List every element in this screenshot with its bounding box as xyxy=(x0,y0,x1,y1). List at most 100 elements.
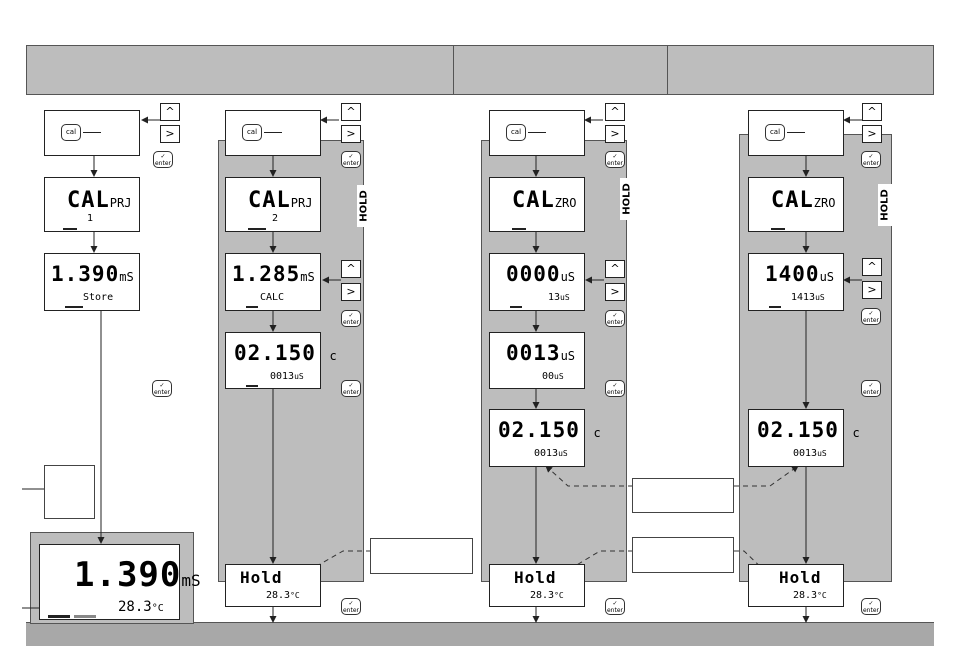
display-sub-unit: uS xyxy=(815,293,825,302)
enter-button[interactable]: ✓enter xyxy=(605,380,625,397)
up-button[interactable]: ^ xyxy=(862,103,882,121)
right-icon: > xyxy=(346,127,356,140)
cursor-bar xyxy=(63,228,77,230)
enter-label: enter xyxy=(862,607,879,614)
col2-cal-prj-display: CALPRJ 2 xyxy=(225,177,321,232)
footer-band xyxy=(26,622,934,646)
enter-label: enter xyxy=(606,389,623,396)
up-icon: ^ xyxy=(867,260,877,273)
arrow-right-icon xyxy=(264,132,282,133)
cal-button[interactable]: cal xyxy=(242,124,262,141)
col3-cal-zro-display: CALZRO xyxy=(489,177,585,232)
col2-hold-display: Hold 28.3°C xyxy=(225,564,321,607)
enter-button[interactable]: ✓enter xyxy=(341,380,361,397)
enter-button[interactable]: ✓enter xyxy=(861,380,881,397)
enter-button[interactable]: ✓enter xyxy=(605,598,625,615)
display-unit: c xyxy=(852,426,860,440)
cursor-bar xyxy=(246,385,258,387)
hold-indicator: HOLD xyxy=(620,178,634,220)
col3-cal-start-box: cal xyxy=(489,110,585,156)
up-button[interactable]: ^ xyxy=(605,260,625,278)
up-button[interactable]: ^ xyxy=(160,103,180,121)
cursor-bar xyxy=(510,306,522,308)
enter-label: enter xyxy=(342,160,359,167)
cal-button[interactable]: cal xyxy=(506,124,526,141)
up-icon: ^ xyxy=(867,105,877,118)
display-unit: uS xyxy=(560,349,576,363)
right-button[interactable]: > xyxy=(862,281,882,299)
right-button[interactable]: > xyxy=(341,283,361,301)
right-button[interactable]: > xyxy=(605,125,625,143)
up-button[interactable]: ^ xyxy=(341,103,361,121)
cursor-bar xyxy=(771,228,785,230)
display-unit: uS xyxy=(819,270,835,284)
enter-button[interactable]: ✓enter xyxy=(861,598,881,615)
header-col-1 xyxy=(27,46,454,94)
display-sub-unit: °C xyxy=(290,591,300,600)
display-sub: 0013 xyxy=(534,448,559,459)
display-sub-unit: uS xyxy=(560,293,570,302)
arrow-right-icon xyxy=(83,132,101,133)
note-box-col3-lower xyxy=(632,537,734,573)
cursor-bar xyxy=(769,306,781,308)
display-sub-unit: uS xyxy=(294,372,304,381)
display-main: 0000 xyxy=(506,262,561,286)
display-sub-unit: uS xyxy=(558,449,568,458)
enter-button[interactable]: ✓enter xyxy=(341,598,361,615)
up-button[interactable]: ^ xyxy=(605,103,625,121)
right-icon: > xyxy=(346,285,356,298)
display-unit: uS xyxy=(560,270,576,284)
enter-label: enter xyxy=(862,160,879,167)
display-sub-unit: uS xyxy=(817,449,827,458)
enter-label: enter xyxy=(862,389,879,396)
cal-button[interactable]: cal xyxy=(765,124,785,141)
display-unit: mS xyxy=(181,571,201,590)
display-main: 1400 xyxy=(765,262,820,286)
right-button[interactable]: > xyxy=(862,125,882,143)
col1-store-display: 1.390mS Store xyxy=(44,253,140,311)
right-button[interactable]: > xyxy=(160,125,180,143)
enter-button[interactable]: ✓enter xyxy=(605,310,625,327)
display-sub: 28.3 xyxy=(266,590,291,601)
enter-label: enter xyxy=(606,160,623,167)
display-main: Hold xyxy=(779,568,822,587)
enter-button[interactable]: ✓enter xyxy=(153,151,173,168)
col4-hold-display: Hold 28.3°C xyxy=(748,564,844,607)
display-sub: 2 xyxy=(272,213,279,224)
right-button[interactable]: > xyxy=(341,125,361,143)
enter-button[interactable]: ✓enter xyxy=(341,310,361,327)
cal-label: cal xyxy=(65,128,77,136)
cursor-bar xyxy=(65,306,83,308)
col1-cal-prj-display: CALPRJ 1 xyxy=(44,177,140,232)
col4-zero1-display: 1400uS 1413uS xyxy=(748,253,844,311)
enter-button[interactable]: ✓enter xyxy=(341,151,361,168)
display-main: 02.150 xyxy=(757,418,839,442)
display-sub: 13 xyxy=(548,292,561,303)
up-button[interactable]: ^ xyxy=(862,258,882,276)
up-icon: ^ xyxy=(610,105,620,118)
enter-button[interactable]: ✓enter xyxy=(605,151,625,168)
header-band xyxy=(26,45,934,95)
right-button[interactable]: > xyxy=(605,283,625,301)
display-main: CAL xyxy=(512,188,555,213)
enter-label: enter xyxy=(606,607,623,614)
display-main: CAL xyxy=(67,188,110,213)
enter-button[interactable]: ✓enter xyxy=(152,380,172,397)
cursor-bar xyxy=(48,615,70,618)
up-button[interactable]: ^ xyxy=(341,260,361,278)
col4-cal-start-box: cal xyxy=(748,110,844,156)
display-sub-unit: °C xyxy=(817,591,827,600)
note-box-left xyxy=(44,465,95,519)
col4-factor-display: 02.150 c 0013uS xyxy=(748,409,860,467)
enter-label: enter xyxy=(154,160,171,167)
display-main: 0013 xyxy=(506,341,561,365)
display-suffix: ZRO xyxy=(813,196,836,210)
cursor-bar-gray xyxy=(74,615,96,618)
cal-button[interactable]: cal xyxy=(61,124,81,141)
enter-button[interactable]: ✓enter xyxy=(861,151,881,168)
cursor-bar xyxy=(248,228,266,230)
display-sub: 28.3 xyxy=(793,590,818,601)
up-icon: ^ xyxy=(610,262,620,275)
display-sub: 1 xyxy=(87,213,94,224)
enter-button[interactable]: ✓enter xyxy=(861,308,881,325)
